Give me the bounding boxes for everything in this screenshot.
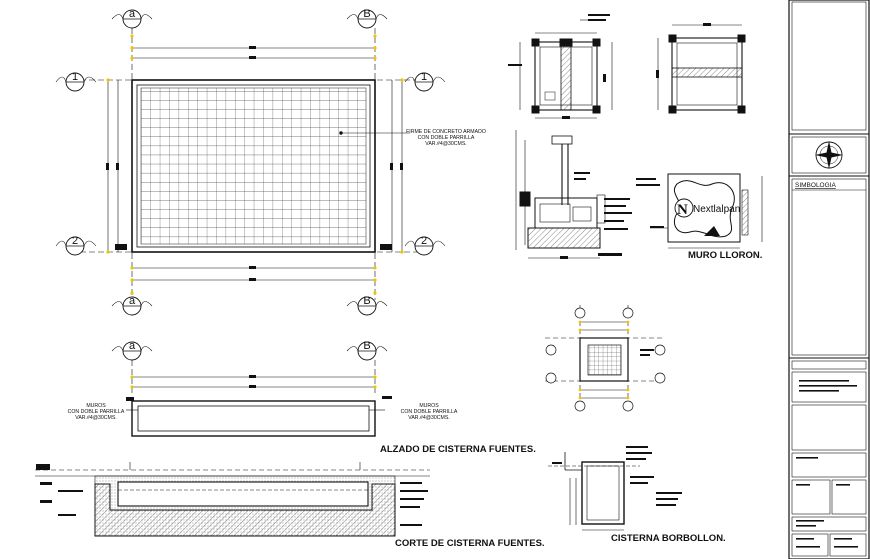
grid-bubble-1-right: 1 [404,71,446,92]
nextlalpan-logo: N Nextlalpan [674,198,740,218]
corte-section [35,462,430,537]
grid-label-b-3: B [363,340,370,352]
grid-label-b-2: B [363,295,370,307]
grid-label-b: B [363,8,370,20]
firme-note-line2: CON DOBLE PARRILLA [418,135,475,141]
cistern-plan [131,79,410,253]
title-block [788,0,870,559]
grid-label-a-3: a [129,340,136,352]
title-borbollon: CISTERNA BORBOLLON. [611,533,726,544]
grid-label-a-2: a [129,295,136,307]
grid-bubble-b-low: B [346,340,388,361]
grid-label-2: 2 [72,235,78,247]
muros-note-right-line3: VAR.#4@30CMS. [408,415,450,421]
muros-note-left-line3: VAR.#4@30CMS. [75,415,117,421]
grid-bubble-2-left: 2 [55,235,97,256]
title-corte: CORTE DE CISTERNA FUENTES. [395,538,545,549]
detail-top-right [657,24,746,114]
grid-bubble-a-mid: a [111,295,153,316]
north-arrow-icon [815,141,843,169]
grid-bubble-a-low: a [111,340,153,361]
title-alzado: ALZADO DE CISTERNA FUENTES. [380,444,536,455]
logo-text: Nextlalpan [693,204,740,215]
firme-note-line3: VAR.#4@30CMS. [425,141,467,147]
grid-bubble-1-left: 1 [55,71,97,92]
grid-label-1: 1 [72,71,78,83]
simbologia-label: SIMBOLOGIA [795,182,836,189]
borbollon-section [548,452,640,531]
muros-note-left-line2: CON DOBLE PARRILLA [68,409,125,415]
grid-label-2-right: 2 [421,235,427,247]
muros-note-right-line1: MUROS [419,403,439,409]
muros-note-left: MUROS CON DOBLE PARRILLA VAR.#4@30CMS. [68,403,125,421]
pump-section-detail [515,130,606,259]
grid-label-a: a [129,8,136,20]
svg-text:N: N [677,202,688,218]
detail-top-left [519,19,613,119]
rebar-grid [140,87,367,245]
grid-label-1-right: 1 [421,71,427,83]
muros-note-right: MUROS CON DOBLE PARRILLA VAR.#4@30CMS. [401,403,458,421]
alzado-elevation [126,360,385,437]
muros-note-left-line1: MUROS [86,403,106,409]
firme-note: FIRME DE CONCRETO ARMADO CON DOBLE PARRI… [406,129,486,147]
firme-note-line1: FIRME DE CONCRETO ARMADO [406,129,486,135]
grid-bubble-b-mid: B [346,295,388,316]
dimension-ticks [106,34,404,295]
grid-bubble-b-top: B [346,8,388,29]
title-muro-lloron: MURO LLORON. [688,250,762,261]
muros-note-right-line2: CON DOBLE PARRILLA [401,409,458,415]
borbollon-plan [545,305,666,412]
grid-bubble-2-right: 2 [404,235,446,256]
grid-bubble-a-top: a [111,8,153,29]
